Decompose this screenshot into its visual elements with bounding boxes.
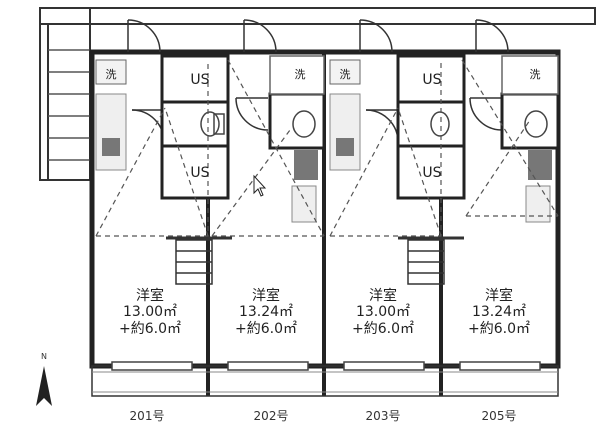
unit-202-wet-area [268,55,326,223]
unit-202-washer-label: 洗 [295,68,306,81]
unit-203-room-label: 洋室 [369,287,397,304]
unit-205-wet-area [500,55,560,223]
north-compass: N [36,352,52,406]
north-arrow-icon [36,366,52,406]
unit-201-us-label: US [190,72,209,88]
unit-203-us-label: US [422,72,441,88]
entrance-doors [127,19,509,53]
unit-203-area: 13.00㎡ [356,304,410,320]
unit-202-room-label: 洋室 [252,287,280,304]
unit-203-additional-area: +約6.0㎡ [352,321,414,337]
unit-201-wet-area [95,54,230,200]
unit-201-washer-label: 洗 [106,68,117,81]
unit-205-washer-label: 洗 [530,68,541,81]
unit-205-additional-area: +約6.0㎡ [468,321,530,337]
north-label: N [41,352,47,361]
balcony [91,365,559,397]
unit-205-area: 13.24㎡ [472,304,526,320]
unit-205-room-label: 洋室 [485,287,513,304]
unit-201-room-label: 洋室 [136,287,164,304]
unit-203-us-lower-label: US [422,165,441,181]
exterior-staircase [39,7,596,181]
unit-203-washer-label: 洗 [340,68,351,81]
unit-203-wet-area [329,54,466,200]
unit-201-us-lower-label: US [190,165,209,181]
unit-201-additional-area: +約6.0㎡ [119,321,181,337]
loft-ladders [166,236,464,285]
mouse-cursor-icon [253,174,267,197]
unit-203-number: 203号 [366,409,401,423]
unit-202-additional-area: +約6.0㎡ [235,321,297,337]
loft-outlines [95,59,559,237]
unit-201-number: 201号 [130,409,165,423]
unit-201-area: 13.00㎡ [123,304,177,320]
unit-205-number: 205号 [482,409,517,423]
windows [111,361,541,371]
unit-202-area: 13.24㎡ [239,304,293,320]
unit-202-number: 202号 [254,409,289,423]
